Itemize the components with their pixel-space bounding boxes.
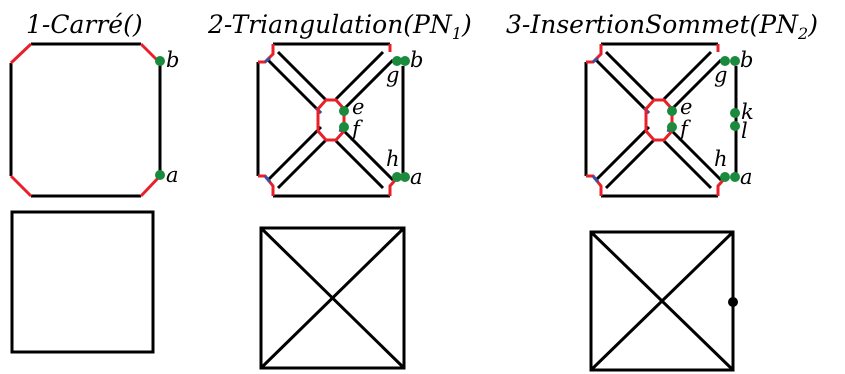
label-a: a [166, 163, 179, 187]
diagonal [670, 129, 723, 182]
central-face [644, 98, 674, 142]
point-k [730, 108, 740, 118]
diagonal [266, 58, 323, 115]
diagonal [604, 138, 656, 190]
diagonal [259, 226, 406, 370]
label-b: b [740, 48, 753, 72]
panel-2-title: 2-Triangulation(PN1) [207, 10, 472, 43]
label-f: f [678, 117, 691, 141]
dart-corner [9, 174, 33, 198]
point-b [400, 56, 410, 66]
panel-2-subscript: 1 [452, 24, 462, 43]
central-face [316, 98, 346, 142]
point-f [667, 122, 677, 132]
panel-2-number: 2 [207, 10, 224, 39]
dart-blue [592, 56, 599, 64]
label-b: b [410, 48, 423, 72]
diagonal [342, 129, 395, 182]
panel-2-shape [259, 226, 406, 370]
square [259, 226, 406, 370]
point-b [155, 56, 165, 66]
label-h: h [714, 147, 728, 171]
diagonal [662, 50, 713, 101]
point-g [720, 56, 730, 66]
point-a [400, 172, 410, 182]
point-a [730, 172, 740, 182]
dart-corner [9, 42, 33, 65]
point-h [392, 172, 402, 182]
diagonal [662, 139, 713, 190]
panel-2-map [256, 42, 405, 198]
label-f: f [350, 117, 363, 141]
panel-1-map [9, 42, 162, 198]
point-g [392, 56, 402, 66]
diagonal [266, 125, 323, 182]
diagonal [589, 230, 735, 372]
panel-1-square [10, 210, 155, 354]
label-g: g [386, 63, 399, 87]
diagonal [594, 125, 651, 182]
panel-3-title: 3-InsertionSommet(PN2) [506, 10, 818, 43]
panel-3-name: InsertionSommet(PN [529, 10, 799, 39]
label-e: e [352, 95, 364, 119]
label-e: e [680, 95, 692, 119]
dart-blue [264, 56, 271, 64]
label-a: a [740, 165, 753, 189]
diagonal [276, 50, 328, 102]
label-g: g [714, 63, 727, 87]
diagonal [594, 58, 651, 115]
panel-1-name: Carré() [50, 10, 142, 39]
diagonal [334, 50, 385, 101]
label-l: l [741, 119, 748, 143]
panel-3-subscript: 2 [797, 24, 808, 43]
diagonal [334, 139, 385, 190]
panel-2-close: ) [461, 10, 472, 39]
point-e [339, 106, 349, 116]
dart-blue [591, 175, 600, 183]
panel-1-number: 1 [26, 10, 42, 39]
label-k: k [741, 100, 754, 124]
dart-blue [263, 175, 272, 183]
panel-3-number: 3 [506, 10, 522, 39]
panel-3-shape [589, 230, 735, 372]
diagonal [670, 58, 723, 111]
label-b: b [166, 48, 179, 72]
point-l [730, 121, 740, 131]
dart-corner [139, 174, 162, 198]
point-a [155, 170, 165, 180]
diagonal [604, 50, 656, 102]
point-b [730, 56, 740, 66]
diagonal [342, 58, 395, 111]
panel-3-close: ) [807, 10, 818, 39]
point-h [720, 172, 730, 182]
point-f [339, 122, 349, 132]
label-h: h [386, 147, 400, 171]
panel-1-title: 1-Carré() [26, 10, 143, 39]
diagonal [276, 138, 328, 190]
point-e [667, 106, 677, 116]
panel-2-name: Triangulation(PN [231, 10, 452, 39]
label-a: a [410, 165, 423, 189]
inserted-vertex [728, 297, 738, 307]
panel-3-map [584, 42, 738, 198]
